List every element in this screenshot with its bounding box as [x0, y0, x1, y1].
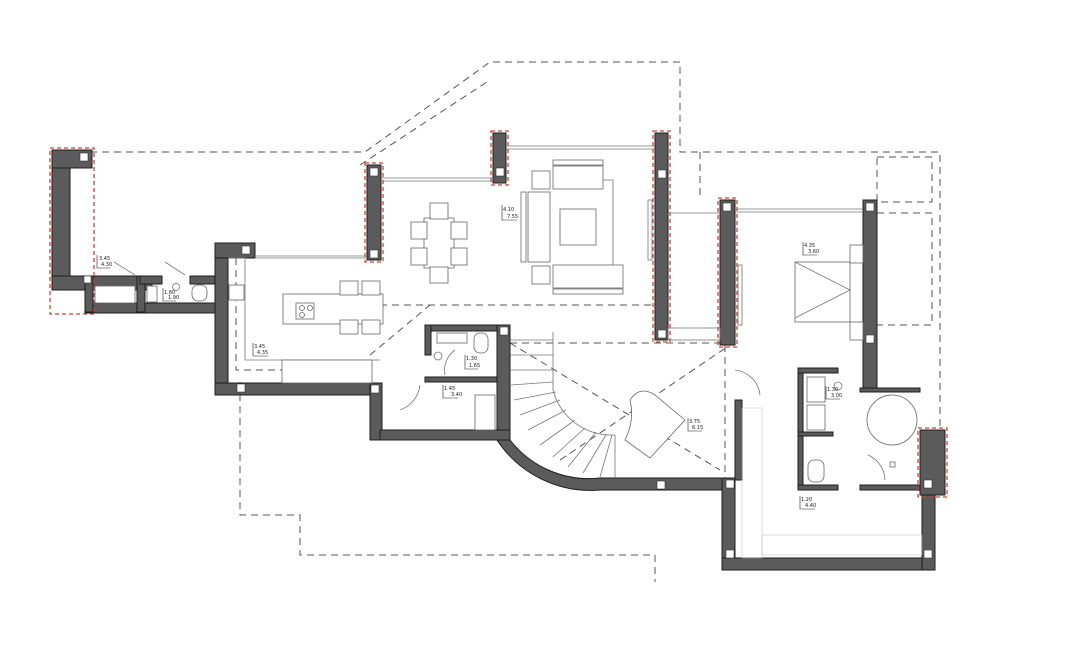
dimension-labels: 3.454.30 1.801.90 3.454.35 4.107.55 1.30… [96, 205, 842, 510]
cooktop [295, 302, 315, 320]
dim-value: 4.30 [101, 262, 112, 268]
armchair [624, 390, 686, 459]
bed [794, 261, 851, 323]
bedroom [734, 244, 923, 559]
dining-table [423, 217, 455, 269]
dim-value: 3.40 [451, 392, 462, 398]
dim-storage: 1.453.40 [442, 385, 462, 399]
dim-value: 4.35 [257, 350, 268, 356]
dim-terrace-left: 3.454.30 [96, 255, 112, 269]
dim-value: 1.90 [168, 295, 179, 301]
dim-bedroom: 4.353.60 [802, 242, 819, 256]
dim-value: 1.20 [801, 497, 812, 503]
dim-value: 1.80 [164, 290, 175, 296]
sofa [552, 165, 604, 190]
dim-living: 4.107.55 [501, 205, 518, 221]
dim-stair-hall: 3.756.15 [687, 418, 703, 432]
pillars [79, 152, 933, 559]
dining-area [410, 202, 468, 284]
dim-value: 3.45 [99, 256, 110, 262]
sofa [552, 264, 624, 289]
dim-value: 1.45 [444, 386, 455, 392]
toilet [94, 261, 208, 304]
dim-value: 4.35 [804, 243, 815, 249]
facade-markers [49, 130, 948, 498]
glazing [255, 145, 863, 341]
dim-toilet: 1.801.90 [162, 288, 179, 302]
ensuite [806, 376, 918, 483]
dim-bathroom: 1.301.65 [464, 355, 480, 370]
dim-ensuite: 1.303.00 [825, 386, 842, 400]
staircase [510, 332, 686, 478]
coffee-table [559, 208, 597, 246]
dim-value: 1.30 [827, 387, 838, 393]
kitchen [228, 257, 384, 384]
dim-value: 3.60 [808, 249, 819, 255]
dim-value: 4.10 [503, 207, 514, 213]
dim-value: 4.40 [805, 503, 816, 509]
dim-value: 3.00 [831, 393, 842, 399]
dim-kitchen: 3.454.35 [252, 343, 268, 357]
dim-value: 6.15 [692, 425, 703, 431]
dim-value: 1.30 [466, 356, 477, 362]
round-bath [866, 394, 918, 446]
dim-dressing: 1.204.40 [799, 496, 816, 510]
dim-value: 3.75 [689, 419, 700, 425]
dim-value: 7.55 [507, 214, 518, 220]
dim-value: 1.65 [469, 363, 480, 369]
dim-value: 3.45 [254, 344, 265, 350]
living-area [520, 159, 653, 295]
sofa [527, 191, 551, 263]
bathroom [399, 332, 496, 431]
